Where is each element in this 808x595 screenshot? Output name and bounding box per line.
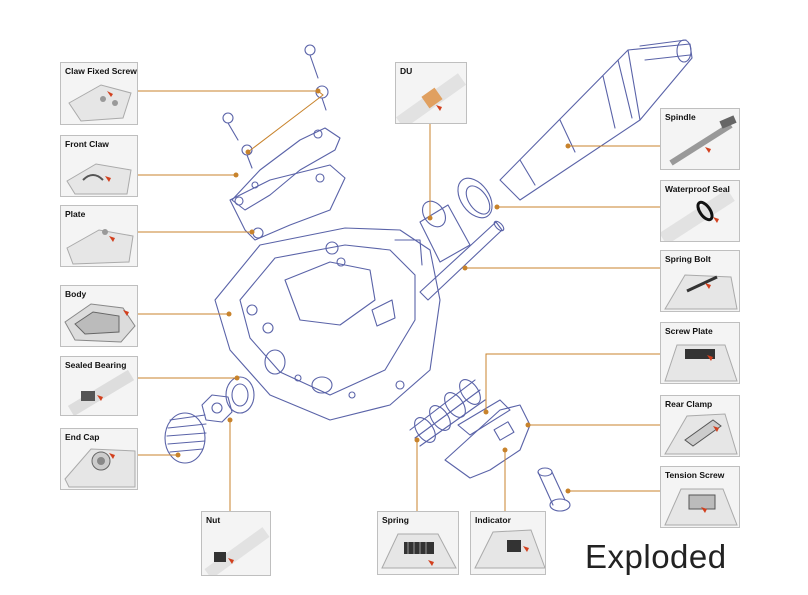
callout-label: Screw Plate	[665, 326, 713, 336]
tension-screw-thumbnail	[664, 488, 738, 526]
du-part	[419, 200, 471, 263]
callout-label: Front Claw	[65, 139, 109, 149]
waterproof-seal-thumbnail	[661, 189, 735, 241]
tension-screw-part	[537, 467, 571, 512]
callout-label: Spring	[382, 515, 409, 525]
front-claw-part	[231, 127, 341, 211]
callout-spring-bolt: Spring Bolt	[660, 250, 740, 312]
end-cap-thumbnail	[64, 448, 136, 488]
callout-label: End Cap	[65, 432, 100, 442]
callout-tension-screw: Tension Screw	[660, 466, 740, 528]
waterproof-seal-part	[457, 177, 493, 219]
callout-waterproof-seal: Waterproof Seal	[660, 180, 740, 242]
callout-label: Waterproof Seal	[665, 184, 730, 194]
nut-thumbnail	[204, 527, 270, 575]
callout-spindle: Spindle	[660, 108, 740, 170]
leader-screw-plate	[485, 353, 660, 412]
callout-sealed-bearing: Sealed Bearing	[60, 356, 138, 416]
callout-label: Sealed Bearing	[65, 360, 127, 370]
claw-screws-part	[222, 44, 329, 169]
du-thumbnail	[396, 73, 466, 123]
body-thumbnail	[64, 303, 136, 343]
callout-label: Spindle	[665, 112, 696, 122]
body-part	[214, 227, 441, 421]
callout-rear-clamp: Rear Clamp	[660, 395, 740, 457]
callout-label: Tension Screw	[665, 470, 725, 480]
front-claw-thumbnail	[66, 163, 132, 195]
indicator-thumbnail	[474, 529, 545, 569]
callout-label: Claw Fixed Screw	[65, 66, 137, 76]
sealed-bearing-part	[225, 376, 255, 414]
spring-bolt-part	[419, 220, 505, 301]
callout-label: Body	[65, 289, 87, 299]
callout-claw-fixed-screw: Claw Fixed Screw	[60, 62, 138, 125]
spring-thumbnail	[381, 533, 457, 569]
rear-clamp-thumbnail	[664, 413, 738, 455]
callout-front-claw: Front Claw	[60, 135, 138, 197]
callout-body: Body	[60, 285, 138, 347]
end-cap-part	[164, 412, 207, 464]
spring-bolt-thumbnail	[664, 274, 738, 310]
spindle-thumbnail	[669, 115, 737, 166]
callout-label: Indicator	[475, 515, 511, 525]
callout-label: Plate	[65, 209, 86, 219]
callout-label: Nut	[206, 515, 221, 525]
callout-plate: Plate	[60, 205, 138, 267]
claw-fixed-screw-thumbnail	[68, 84, 132, 122]
spring-part	[409, 379, 486, 447]
screw-plate-thumbnail	[664, 344, 738, 382]
sealed-bearing-thumbnail	[67, 369, 135, 415]
callout-du: DU	[395, 62, 467, 124]
callout-screw-plate: Screw Plate	[660, 322, 740, 384]
callout-label: DU	[400, 66, 413, 76]
callout-spring: Spring	[377, 511, 459, 575]
spindle-part	[499, 39, 693, 201]
plate-part	[229, 164, 346, 241]
callout-label: Rear Clamp	[665, 399, 713, 409]
callout-label: Spring Bolt	[665, 254, 711, 264]
plate-thumbnail	[66, 229, 134, 265]
nut-part	[201, 394, 233, 423]
callout-end-cap: End Cap	[60, 428, 138, 490]
diagram-title: Exploded	[585, 538, 727, 575]
callout-indicator: Indicator	[470, 511, 546, 575]
leader-claw-fixed-screw	[138, 90, 324, 153]
callout-nut: Nut	[201, 511, 271, 576]
